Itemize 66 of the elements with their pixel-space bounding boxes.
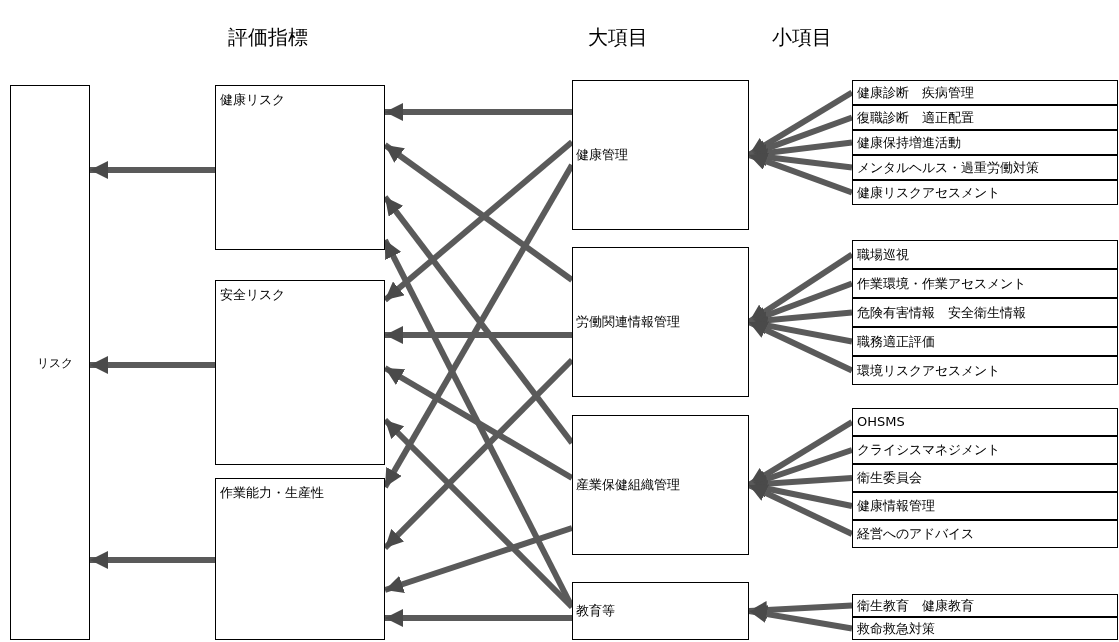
item-row-box	[852, 80, 1118, 105]
arrow	[385, 609, 572, 627]
category-box	[572, 582, 749, 640]
box-label: 作業環境・作業アセスメント	[857, 274, 1026, 293]
box-label: リスク	[37, 354, 73, 372]
box-label: OHSMS	[857, 413, 905, 432]
arrow	[90, 551, 215, 569]
column-heading: 評価指標	[228, 24, 308, 51]
box-label: クライシスマネジメント	[857, 441, 1000, 460]
item-row-box	[852, 492, 1118, 520]
category-box	[215, 85, 385, 250]
item-row-box	[852, 269, 1118, 298]
box-label: 労働関連情報管理	[576, 313, 680, 332]
category-box	[215, 280, 385, 465]
box-label: 健康リスクアセスメント	[857, 183, 1000, 202]
item-row-box	[852, 180, 1118, 205]
category-box	[572, 415, 749, 555]
category-box	[572, 80, 749, 230]
box-label: 環境リスクアセスメント	[857, 361, 1000, 380]
column-heading: 大項目	[588, 24, 648, 51]
arrow	[384, 525, 573, 593]
arrow	[385, 103, 572, 121]
box-label: 健康情報管理	[857, 497, 935, 516]
box-label: 危険有害情報 安全衛生情報	[857, 303, 1026, 322]
box-label: 復職診断 適正配置	[857, 108, 974, 127]
category-box	[572, 247, 749, 397]
arrow	[385, 326, 572, 344]
item-row-box	[852, 464, 1118, 492]
item-row-box	[852, 436, 1118, 464]
item-row-box	[852, 130, 1118, 155]
box-label: 経営へのアドバイス	[857, 525, 974, 544]
box-label: 職務適正評価	[857, 332, 935, 351]
box-label: 健康管理	[576, 146, 628, 165]
category-box	[215, 478, 385, 640]
item-row-box	[852, 327, 1118, 356]
arrow	[748, 605, 853, 632]
item-row-box	[852, 408, 1118, 436]
item-row-box	[852, 105, 1118, 130]
box-label: 健康リスク	[220, 91, 285, 109]
box-label: 作業能力・生産性	[220, 484, 324, 502]
arrow	[90, 161, 215, 179]
item-row-box	[852, 520, 1118, 548]
box-label: 教育等	[576, 602, 615, 621]
item-row-box	[852, 356, 1118, 385]
box-label: 衛生委員会	[857, 469, 922, 488]
box-label: 救命救急対策	[857, 619, 935, 638]
box-label: メンタルヘルス・過重労働対策	[857, 158, 1039, 177]
box-label: 産業保健組織管理	[576, 476, 680, 495]
item-row-box	[852, 617, 1118, 640]
box-label: 健康保持増進活動	[857, 133, 961, 152]
arrow	[747, 152, 854, 196]
arrow	[90, 356, 215, 374]
box-label: 職場巡視	[857, 245, 909, 264]
box-label: 衛生教育 健康教育	[857, 596, 974, 615]
arrow	[747, 319, 854, 374]
arrow	[383, 365, 574, 481]
item-row-box	[852, 155, 1118, 180]
arrow	[747, 482, 854, 537]
category-box	[10, 85, 90, 640]
box-label: 安全リスク	[220, 286, 285, 304]
item-row-box	[852, 594, 1118, 617]
column-heading: 小項目	[772, 24, 832, 51]
item-row-box	[852, 298, 1118, 327]
item-row-box	[852, 240, 1118, 269]
box-label: 健康診断 疾病管理	[857, 83, 974, 102]
arrow	[748, 148, 853, 171]
